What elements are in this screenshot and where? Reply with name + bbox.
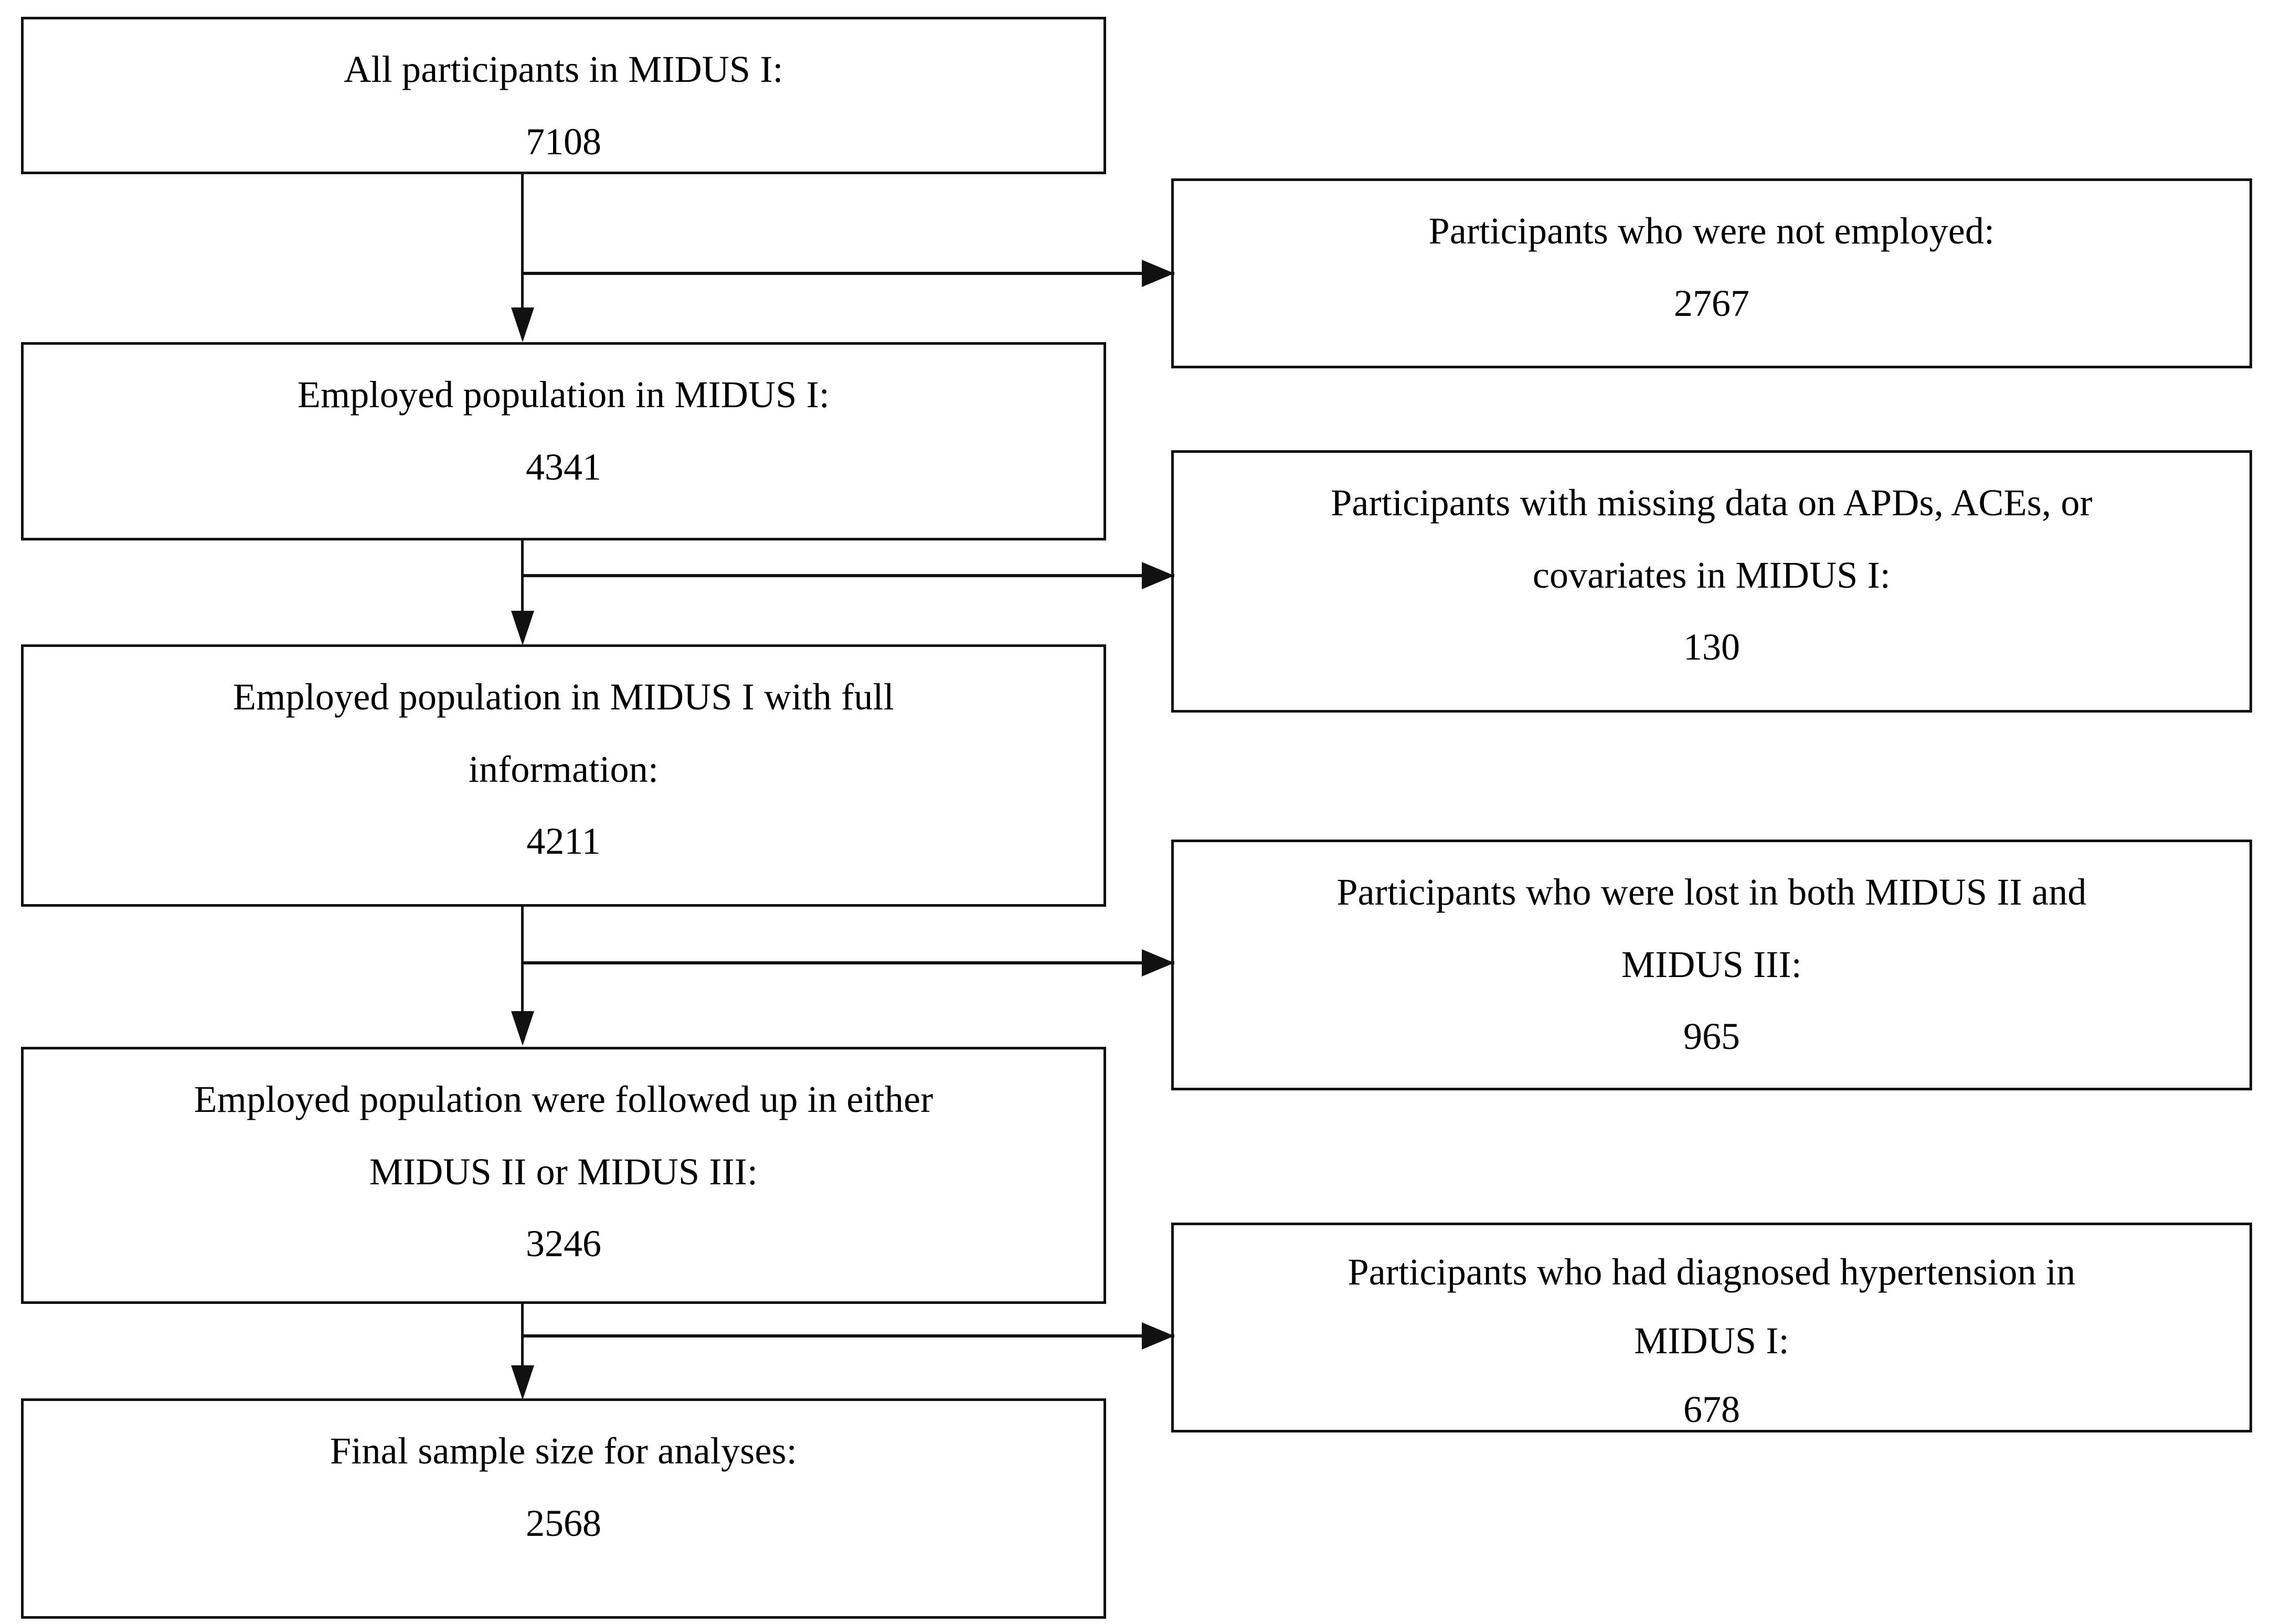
node-count: 965 (1683, 1015, 1740, 1058)
node-label-line: information: (468, 748, 659, 790)
node-label-line: Participants with missing data on APDs, … (1331, 482, 2093, 524)
connector-1-branch-horizontal (521, 272, 1174, 275)
node-count: 678 (1683, 1388, 1740, 1431)
connector-3-vertical (521, 907, 524, 1012)
node-label-line: Participants who were lost in both MIDUS… (1336, 871, 2087, 913)
node-count: 3246 (526, 1223, 601, 1265)
connector-2-arrowhead-down (511, 611, 534, 645)
connector-1-arrowhead-right (1142, 260, 1174, 287)
node-count: 4211 (526, 820, 601, 863)
node-label-line: MIDUS I: (1634, 1320, 1789, 1362)
node-label-line: All participants in MIDUS I: (344, 48, 783, 90)
node-label-line: covariates in MIDUS I: (1532, 554, 1891, 596)
node-label-line: Final sample size for analyses: (330, 1430, 797, 1472)
node-label-line: MIDUS II or MIDUS III: (369, 1150, 758, 1193)
flow-node-employed-population: Employed population in MIDUS I: 4341 (21, 342, 1106, 540)
node-label-line: MIDUS III: (1621, 943, 1802, 985)
node-count: 7108 (526, 120, 601, 163)
connector-3-arrowhead-right (1142, 949, 1174, 976)
node-label-line: Participants who were not employed: (1428, 210, 1995, 252)
flow-node-followed-up: Employed population were followed up in … (21, 1047, 1106, 1304)
connector-4-branch-horizontal (521, 1334, 1174, 1338)
node-label-line: Participants who had diagnosed hypertens… (1347, 1251, 2076, 1293)
flow-node-final-sample: Final sample size for analyses: 2568 (21, 1398, 1106, 1619)
flow-node-all-participants: All participants in MIDUS I: 7108 (21, 17, 1106, 174)
node-count: 2767 (1674, 282, 1749, 324)
connector-4-arrowhead-down (511, 1365, 534, 1400)
connector-2-arrowhead-right (1142, 562, 1174, 589)
node-label-line: Employed population in MIDUS I: (297, 374, 830, 416)
node-label-line: Employed population were followed up in … (194, 1078, 933, 1120)
exclusion-node-not-employed: Participants who were not employed: 2767 (1171, 178, 2252, 368)
node-count: 4341 (526, 445, 601, 488)
exclusion-node-missing-data: Participants with missing data on APDs, … (1171, 450, 2252, 713)
connector-4-arrowhead-right (1142, 1322, 1174, 1350)
connector-3-branch-horizontal (521, 961, 1174, 964)
node-label-line: Employed population in MIDUS I with full (233, 676, 894, 718)
flow-node-employed-full-information: Employed population in MIDUS I with full… (21, 644, 1106, 907)
node-count: 2568 (526, 1502, 601, 1544)
connector-2-branch-horizontal (521, 574, 1174, 577)
exclusion-node-diagnosed-hypertension: Participants who had diagnosed hypertens… (1171, 1223, 2252, 1432)
connector-3-arrowhead-down (511, 1011, 534, 1046)
exclusion-node-lost-to-followup: Participants who were lost in both MIDUS… (1171, 840, 2252, 1090)
connector-1-arrowhead-down (511, 307, 534, 342)
connector-1-vertical (521, 174, 524, 308)
node-count: 130 (1683, 626, 1740, 668)
